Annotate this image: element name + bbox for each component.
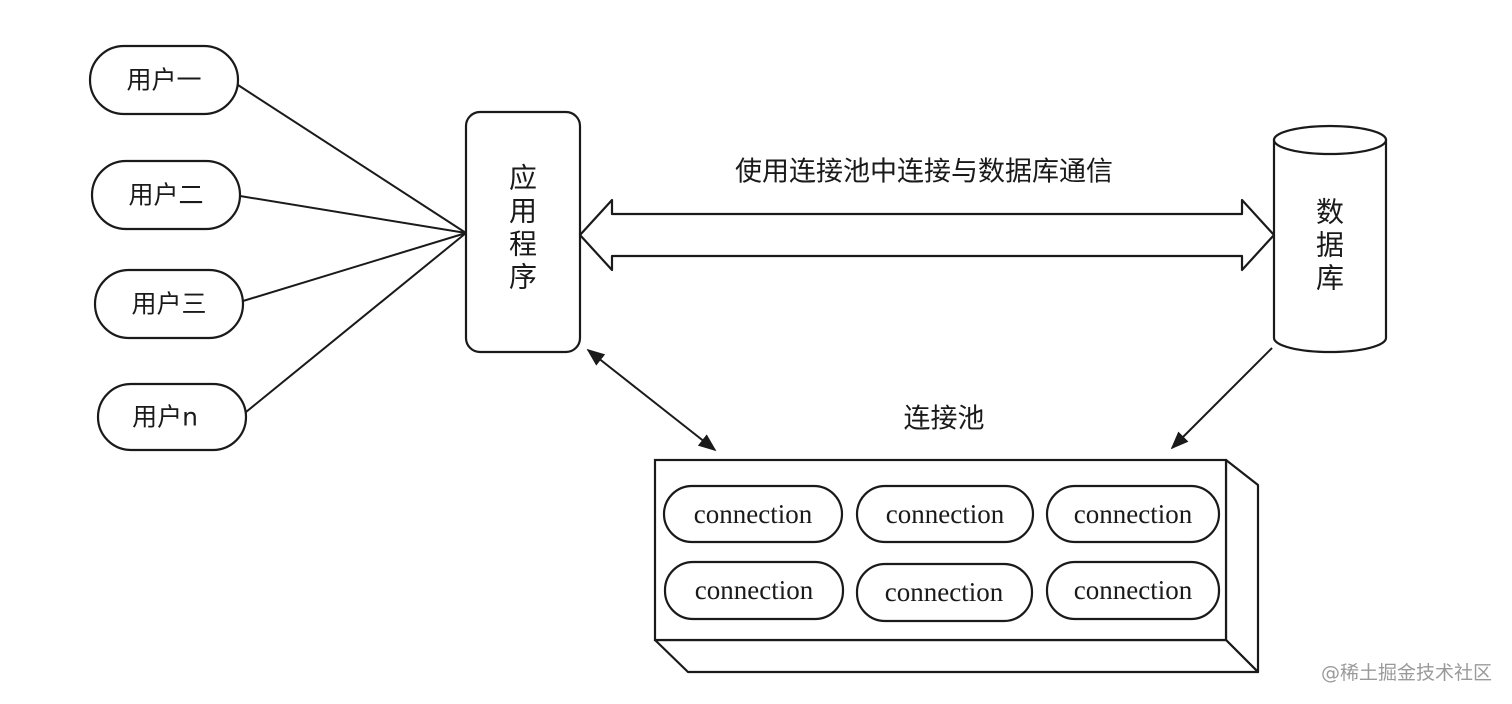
communication-arrow: 使用连接池中连接与数据库通信 [578,157,1276,272]
user-node-4: 用户n [96,382,248,452]
connection-label-1: connection [694,499,813,529]
user-links [237,84,467,413]
app-label-char-4: 序 [509,261,537,294]
user-node-1: 用户一 [88,44,240,116]
user-link-2 [239,195,467,234]
app-label-char-1: 应 [509,162,537,195]
pool-label: 连接池 [904,404,985,435]
connection-label-3: connection [1074,499,1193,529]
user-link-3 [242,232,467,302]
watermark-text: @稀土掘金技术社区 [1321,662,1492,684]
db-label-char-2: 据 [1316,229,1344,262]
user-label-1: 用户一 [126,66,201,95]
user-link-1 [237,84,467,234]
user-label-4: 用户n [132,403,198,432]
connection-3: connection [1045,484,1221,544]
app-label-char-2: 用 [509,195,537,228]
connection-1: connection [662,484,844,544]
connection-4: connection [663,560,845,621]
user-label-2: 用户二 [128,181,203,210]
connection-label-4: connection [695,575,814,605]
connection-label-2: connection [886,499,1005,529]
db-label-char-3: 库 [1316,262,1344,295]
connection-6: connection [1045,560,1221,621]
db-label-char-1: 数 [1316,196,1344,229]
user-node-3: 用户三 [93,268,245,340]
connection-label-5: connection [885,577,1004,607]
database-node: 数 据 库 [1272,124,1388,354]
app-label-char-3: 程 [509,228,537,261]
user-node-2: 用户二 [90,159,242,231]
connection-5: connection [855,562,1034,623]
user-label-3: 用户三 [131,290,206,319]
connection-2: connection [855,484,1035,544]
communication-label: 使用连接池中连接与数据库通信 [735,157,1113,188]
app-pool-arrow [586,348,717,452]
connection-label-6: connection [1074,575,1193,605]
application-node: 应 用 程 序 [464,110,582,354]
db-pool-arrow [1170,347,1273,450]
user-link-4 [245,232,467,413]
